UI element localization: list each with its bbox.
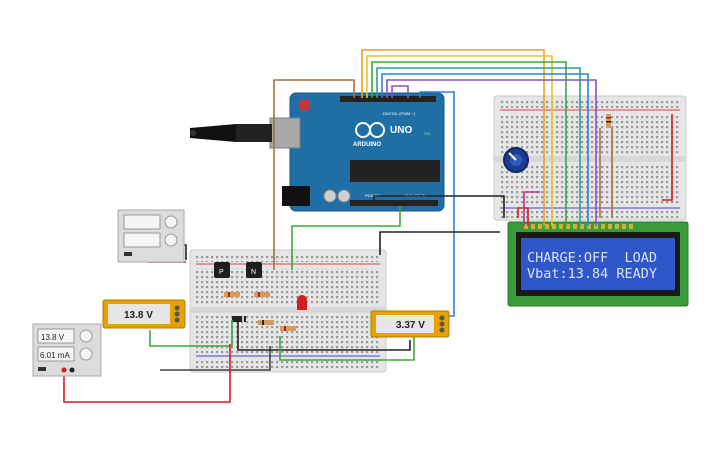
- resistor: [258, 320, 274, 325]
- arduino-brand-label: ARDUINO: [353, 142, 381, 148]
- lcd-line-2: Vbat:13.84 READY: [527, 266, 657, 282]
- arduino-model-label: UNO: [390, 125, 412, 136]
- voltmeter-sense[interactable]: 3.37 V: [370, 310, 450, 338]
- voltmeter-battery[interactable]: 13.8 V: [102, 299, 186, 329]
- wires: [63, 49, 673, 403]
- red-led: [297, 295, 307, 310]
- resistor: [254, 292, 270, 297]
- power-supply-bench[interactable]: 13.8 V 6.01 mA: [32, 323, 102, 377]
- transistor-n-label: N: [251, 269, 256, 276]
- breadboard-top-right: [493, 95, 687, 221]
- arduino-digital-label: DIGITAL (PWM ~): [383, 111, 416, 116]
- diode: [232, 316, 246, 322]
- sense-voltage-readout: 3.37 V: [396, 320, 425, 331]
- battery-voltage-readout: 13.8 V: [124, 310, 153, 321]
- arduino-uno-board[interactable]: ARDUINO UNO DIGITAL (PWM ~) POWER ANALOG…: [190, 92, 445, 212]
- supply-current-display: 6.01 mA: [40, 351, 70, 360]
- supply-voltage-display: 13.8 V: [41, 333, 65, 342]
- power-supply-top[interactable]: [117, 209, 185, 263]
- arduino-power-label: POWER: [365, 193, 380, 198]
- transistor-p-label: P: [219, 269, 224, 276]
- resistor-top-right: [606, 114, 611, 128]
- resistor: [280, 326, 296, 331]
- resistor: [224, 292, 240, 297]
- potentiometer[interactable]: [503, 147, 529, 173]
- lcd-line-1: CHARGE:OFF LOAD: [527, 250, 657, 266]
- transistor-p: P: [214, 262, 230, 278]
- transistor-n: N: [246, 262, 262, 278]
- arduino-on-label: ON: [424, 131, 430, 136]
- breadboard-bottom: [189, 249, 387, 373]
- lcd-16x2: CHARGE:OFF LOAD Vbat:13.84 READY: [507, 221, 689, 307]
